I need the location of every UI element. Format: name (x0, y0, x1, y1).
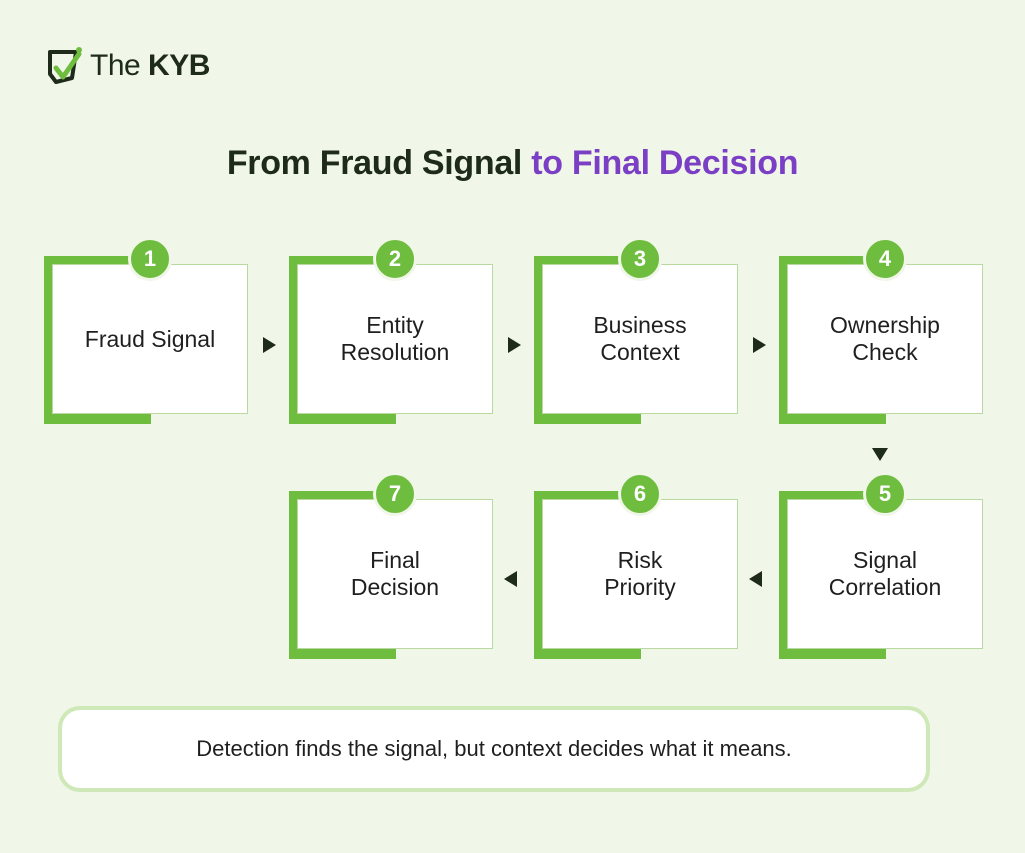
step-business-context: Business Context 3 (534, 237, 740, 424)
arrow-right-icon (753, 337, 766, 353)
shield-check-icon (48, 47, 82, 84)
arrow-right-icon (508, 337, 521, 353)
step-number: 3 (618, 237, 662, 281)
step-number: 2 (373, 237, 417, 281)
step-ownership-check: Ownership Check 4 (779, 237, 985, 424)
step-label: Entity Resolution (297, 264, 493, 414)
step-label: Final Decision (297, 499, 493, 649)
step-final-decision: Final Decision 7 (289, 472, 495, 659)
step-label: Risk Priority (542, 499, 738, 649)
arrow-down-icon (872, 448, 888, 461)
page-title: From Fraud Signal to Final Decision (0, 144, 1025, 183)
footer-text: Detection finds the signal, but context … (196, 736, 792, 761)
step-label: Business Context (542, 264, 738, 414)
step-risk-priority: Risk Priority 6 (534, 472, 740, 659)
step-number: 5 (863, 472, 907, 516)
step-entity-resolution: Entity Resolution 2 (289, 237, 495, 424)
step-number: 6 (618, 472, 662, 516)
step-label: Ownership Check (787, 264, 983, 414)
step-number: 4 (863, 237, 907, 281)
arrow-left-icon (504, 571, 517, 587)
title-part-1: From Fraud Signal (226, 144, 523, 182)
step-number: 7 (373, 472, 417, 516)
step-number: 1 (128, 237, 172, 281)
arrow-left-icon (749, 571, 762, 587)
brand-name: The KYB (90, 49, 210, 82)
step-label: Fraud Signal (52, 264, 248, 414)
title-part-2: to Final Decision (531, 144, 799, 182)
footer-note: Detection finds the signal, but context … (62, 710, 926, 788)
step-signal-correlation: Signal Correlation 5 (779, 472, 985, 659)
step-label: Signal Correlation (787, 499, 983, 649)
step-fraud-signal: Fraud Signal 1 (44, 237, 250, 424)
brand-logo: The KYB (46, 44, 210, 88)
arrow-right-icon (263, 337, 276, 353)
